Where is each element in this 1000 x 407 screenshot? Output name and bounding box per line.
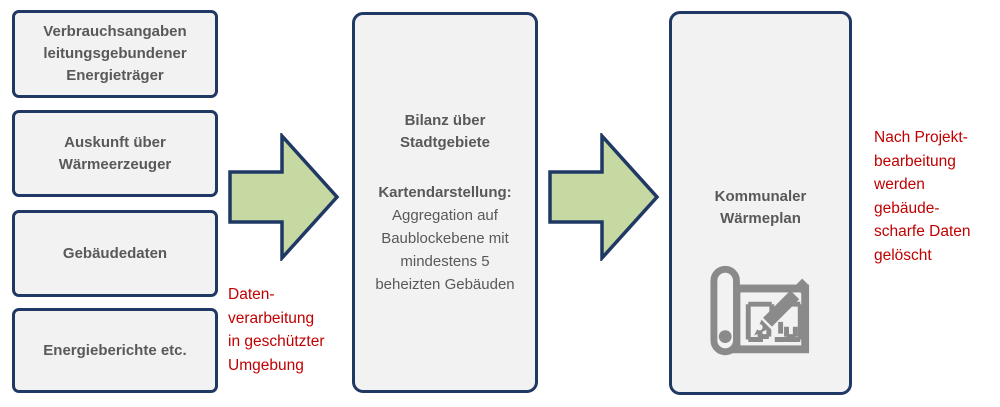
- input-box-label: Gebäudedaten: [62, 244, 168, 262]
- input-box-label: Energieberichte etc.: [43, 341, 187, 359]
- process-map-heading: Kartendarstellung:: [378, 183, 512, 201]
- process-box-bilanz: Bilanz über Stadtgebiete Kartendarstellu…: [352, 12, 538, 393]
- flow-arrow-icon: [548, 133, 660, 261]
- input-box-gebaeudedaten: Gebäudedaten: [12, 210, 218, 297]
- note-data-deletion: Nach Projekt- bearbeitung werden gebäude…: [874, 129, 971, 264]
- output-title: Kommunaler Wärmeplan: [714, 188, 807, 227]
- input-box-label: Auskunft über Wärmeerzeuger: [58, 133, 172, 173]
- input-box-label: Verbrauchsangaben leitungsgebundener Ene…: [43, 23, 187, 84]
- input-box-verbrauchsangaben: Verbrauchsangaben leitungsgebundener Ene…: [12, 10, 218, 98]
- output-box-waermeplan: Kommunaler Wärmeplan: [669, 11, 852, 395]
- note-data-processing: Daten- verarbeitung in geschützter Umgeb…: [228, 286, 325, 374]
- process-map-block: Kartendarstellung: Aggregation auf Baubl…: [375, 181, 514, 296]
- input-box-energieberichte: Energieberichte etc.: [12, 308, 218, 393]
- blueprint-pencil-icon: [709, 265, 809, 356]
- process-map-body: Aggregation auf Baublockebene mit mindes…: [375, 206, 515, 293]
- process-title: Bilanz über Stadtgebiete: [399, 111, 490, 151]
- flow-arrow-icon: [228, 133, 340, 261]
- input-box-waermeerzeuger: Auskunft über Wärmeerzeuger: [12, 110, 218, 197]
